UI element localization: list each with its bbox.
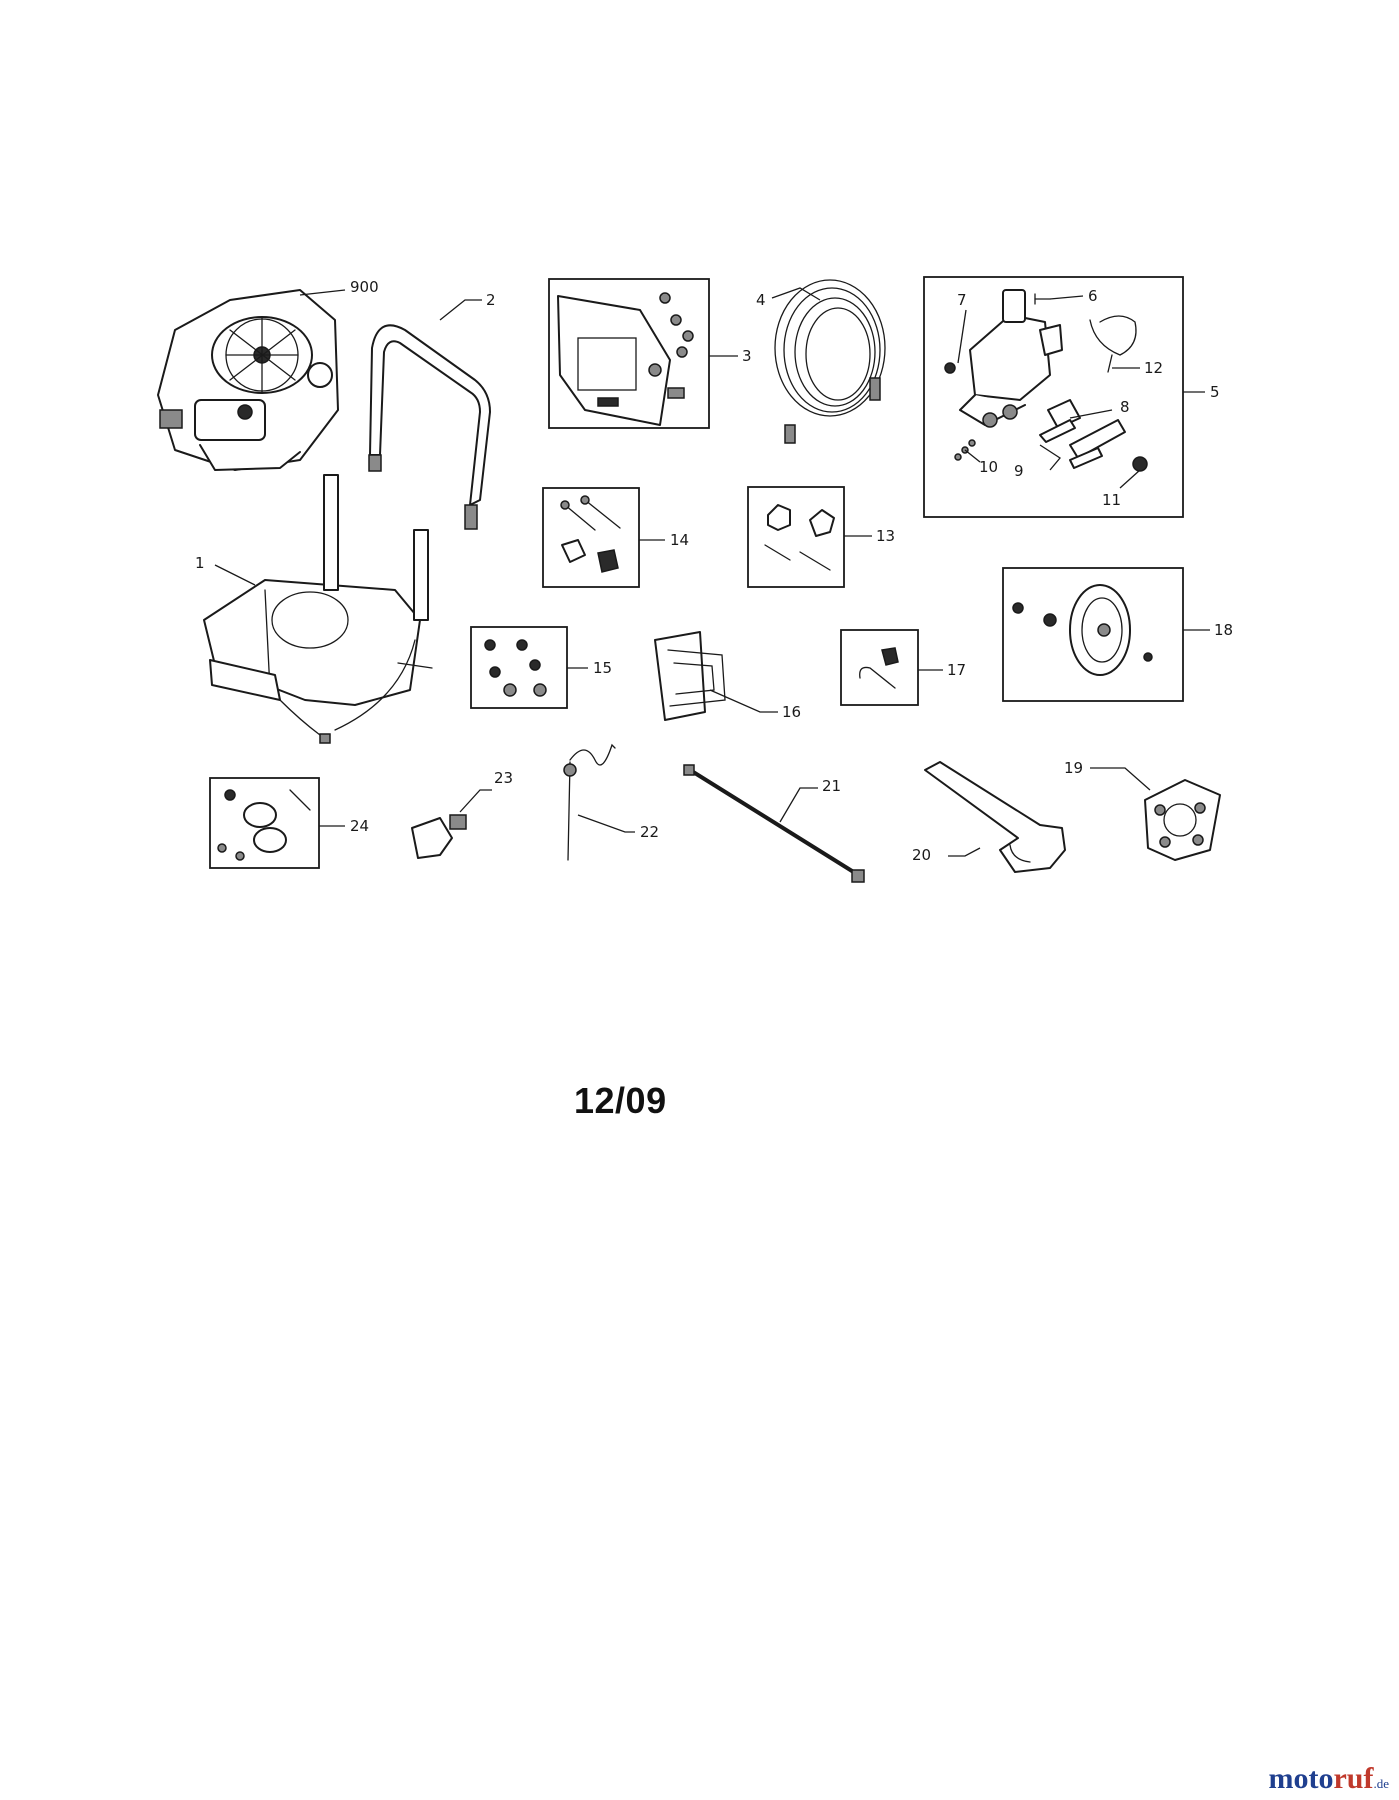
callout-16: 16	[782, 703, 801, 721]
callout-21: 21	[822, 777, 841, 795]
callout-4: 4	[756, 291, 766, 309]
callout-12: 12	[1144, 359, 1163, 377]
callout-19: 19	[1064, 759, 1083, 777]
callout-8: 8	[1120, 398, 1130, 416]
callout-24: 24	[350, 817, 369, 835]
callout-7: 7	[957, 291, 967, 309]
callout-1: 1	[195, 554, 205, 572]
callout-5: 5	[1210, 383, 1220, 401]
callout-17: 17	[947, 661, 966, 679]
callout-22: 22	[640, 823, 659, 841]
part-hardware-kit-24	[217, 789, 311, 861]
part-hardware-kit-15	[484, 639, 547, 697]
callout-10: 10	[979, 458, 998, 476]
callout-13: 13	[876, 527, 895, 545]
watermark-logo: motoruf.de	[1268, 1762, 1389, 1795]
callout-900: 900	[350, 278, 379, 296]
part-control-panel	[557, 292, 694, 426]
part-engine	[157, 289, 339, 471]
callout-14: 14	[670, 531, 689, 549]
callout-9: 9	[1014, 462, 1024, 480]
part-hardware-kit-13	[764, 504, 835, 571]
callout-11: 11	[1102, 491, 1121, 509]
part-spray-wand	[683, 764, 865, 883]
part-frame	[203, 474, 433, 744]
part-handle	[368, 324, 491, 530]
part-nozzle	[411, 814, 467, 859]
callout-3: 3	[742, 347, 752, 365]
callout-23: 23	[494, 769, 513, 787]
callout-18: 18	[1214, 621, 1233, 639]
part-wheel-kit	[1012, 584, 1153, 676]
callout-20: 20	[912, 846, 931, 864]
callout-15: 15	[593, 659, 612, 677]
callout-6: 6	[1088, 287, 1098, 305]
part-pin-kit	[859, 647, 899, 689]
callout-2: 2	[486, 291, 496, 309]
part-hardware-kit-14	[560, 495, 621, 573]
part-spray-gun	[924, 761, 1066, 873]
part-hose-hanger	[654, 631, 726, 721]
part-hose-reel-bracket	[1144, 779, 1221, 861]
part-pump-assembly	[944, 289, 1148, 472]
part-hose	[774, 279, 886, 444]
revision-date-code: 12/09	[574, 1080, 667, 1121]
part-detergent-tube	[563, 743, 616, 861]
